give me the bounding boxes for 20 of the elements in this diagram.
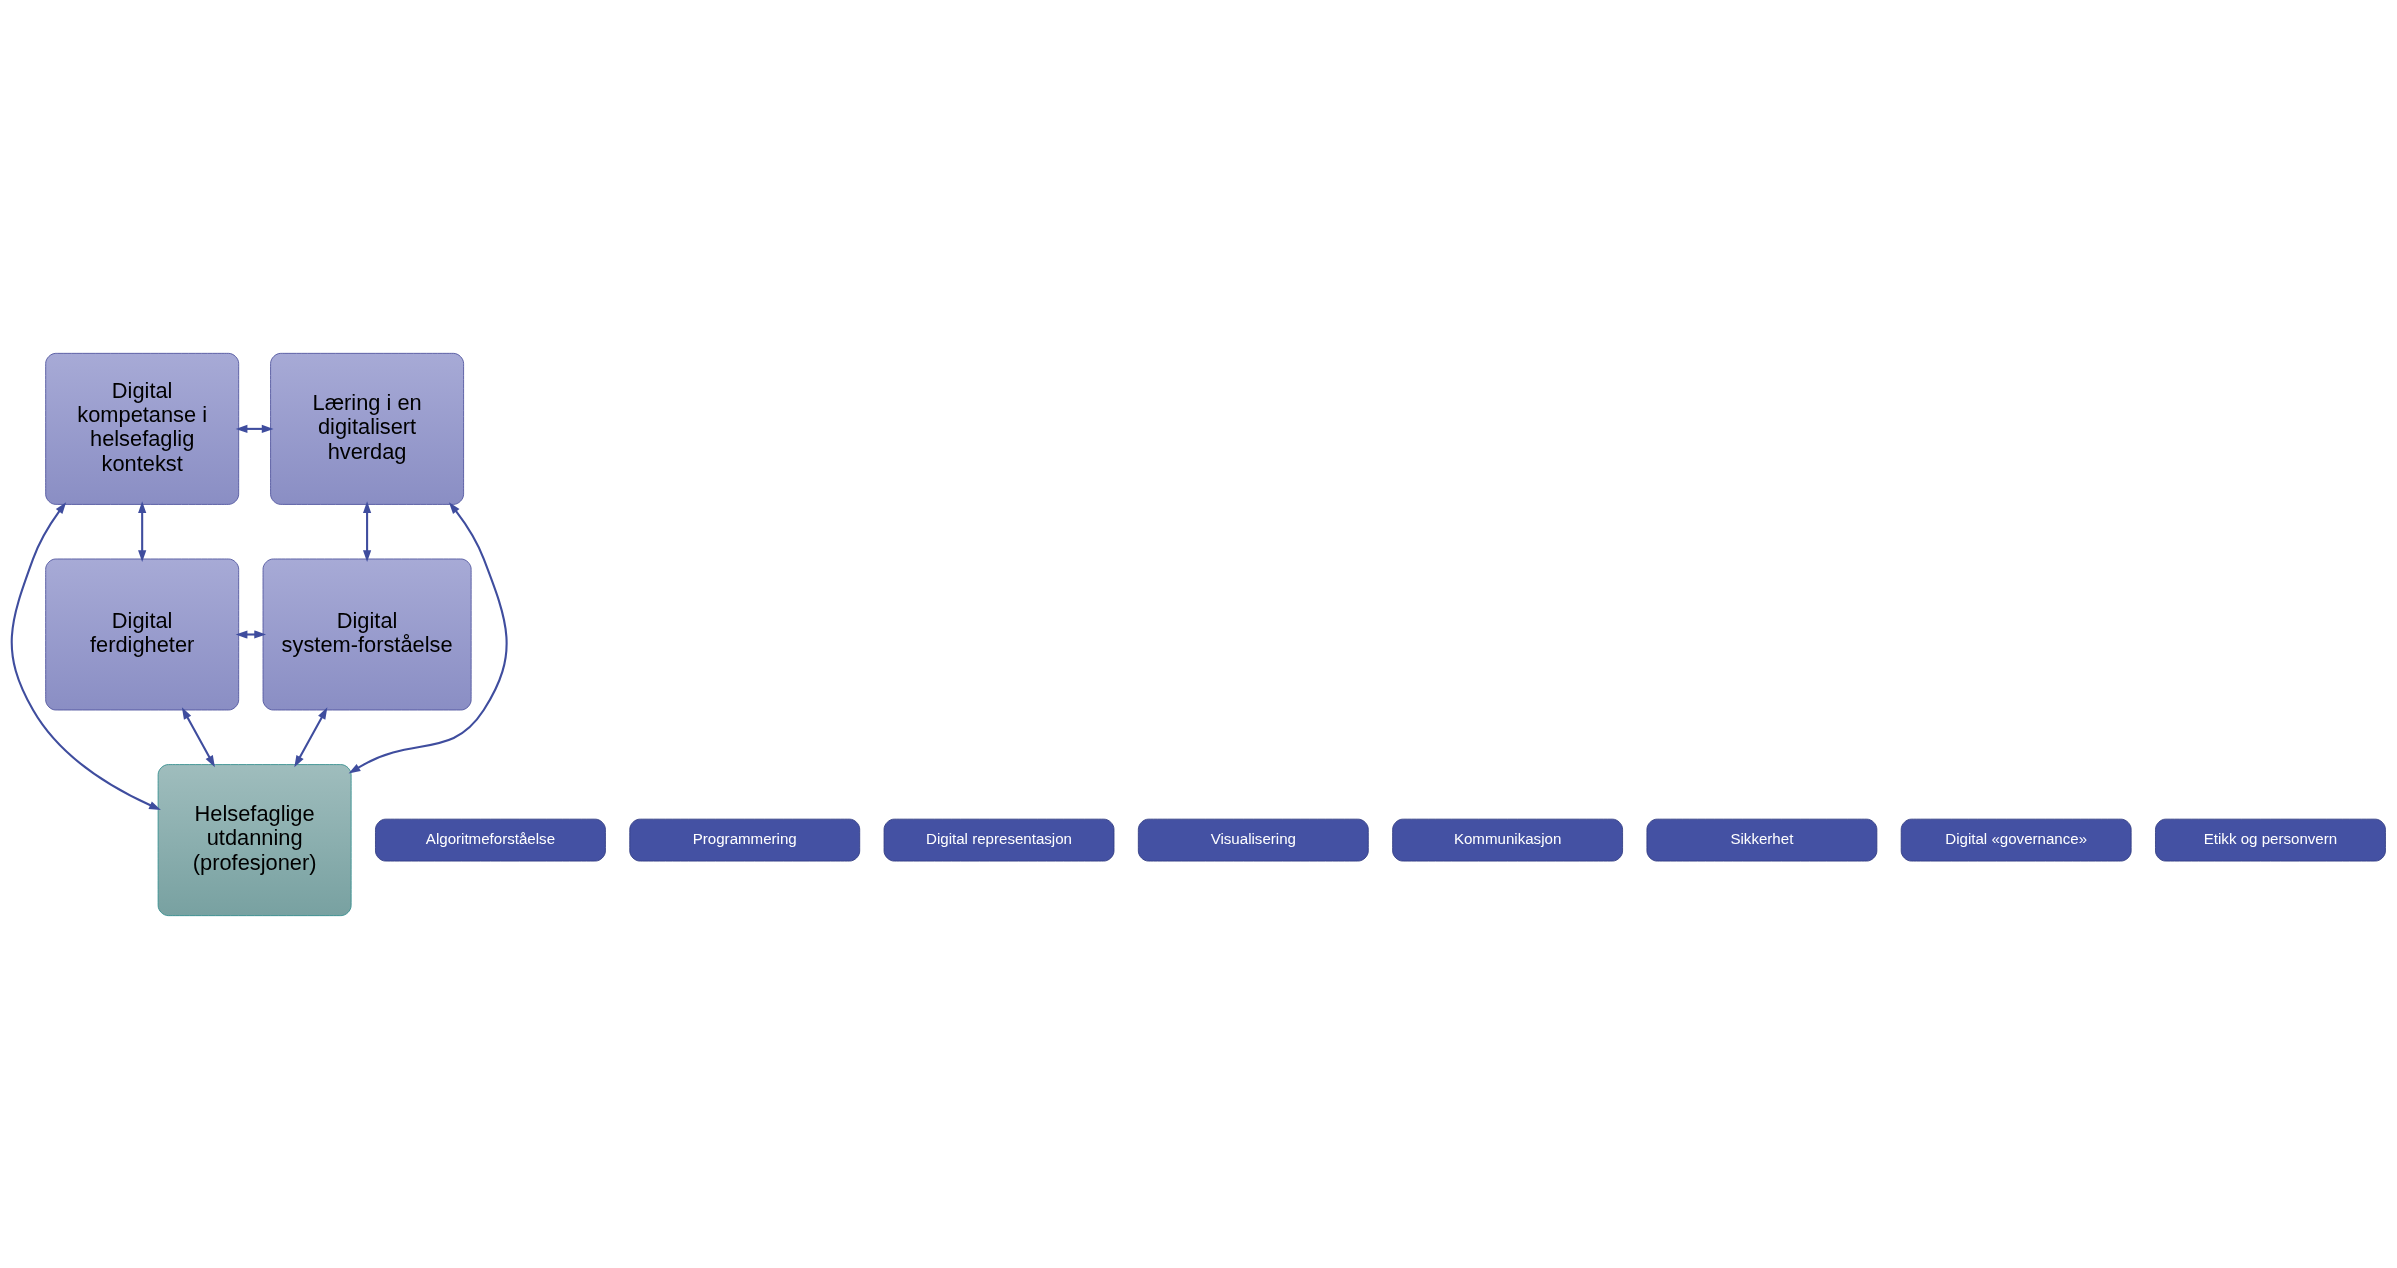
node-box: Læring i en digitalisert hverdag — [270, 352, 465, 505]
arrow — [348, 501, 508, 773]
node-box: Sikkerhet — [1646, 818, 1878, 861]
node-box: Digital ferdigheter — [45, 558, 240, 710]
node-box: Algoritmeforståelse — [375, 818, 606, 861]
node-box: Digital kompetanse i helsefaglig kontekst — [45, 352, 240, 505]
node-box: Etikk og personvern — [2155, 818, 2386, 861]
arrow — [10, 501, 161, 810]
node-box: Digital «governance» — [1900, 818, 2132, 861]
arrow — [294, 706, 328, 767]
node-box: Kommunikasjon — [1392, 818, 1623, 861]
node-box: Digital representasjon — [883, 818, 1115, 861]
node-box: Digital system-forståelse — [262, 558, 472, 710]
node-box: Helsefaglige utdanning (profesjoner) — [157, 763, 352, 916]
arrow — [235, 629, 267, 639]
arrow — [362, 500, 372, 562]
node-box: Programmering — [629, 818, 861, 861]
node-box: Visualisering — [1137, 818, 1369, 861]
arrow — [181, 706, 215, 767]
arrow — [138, 500, 147, 562]
